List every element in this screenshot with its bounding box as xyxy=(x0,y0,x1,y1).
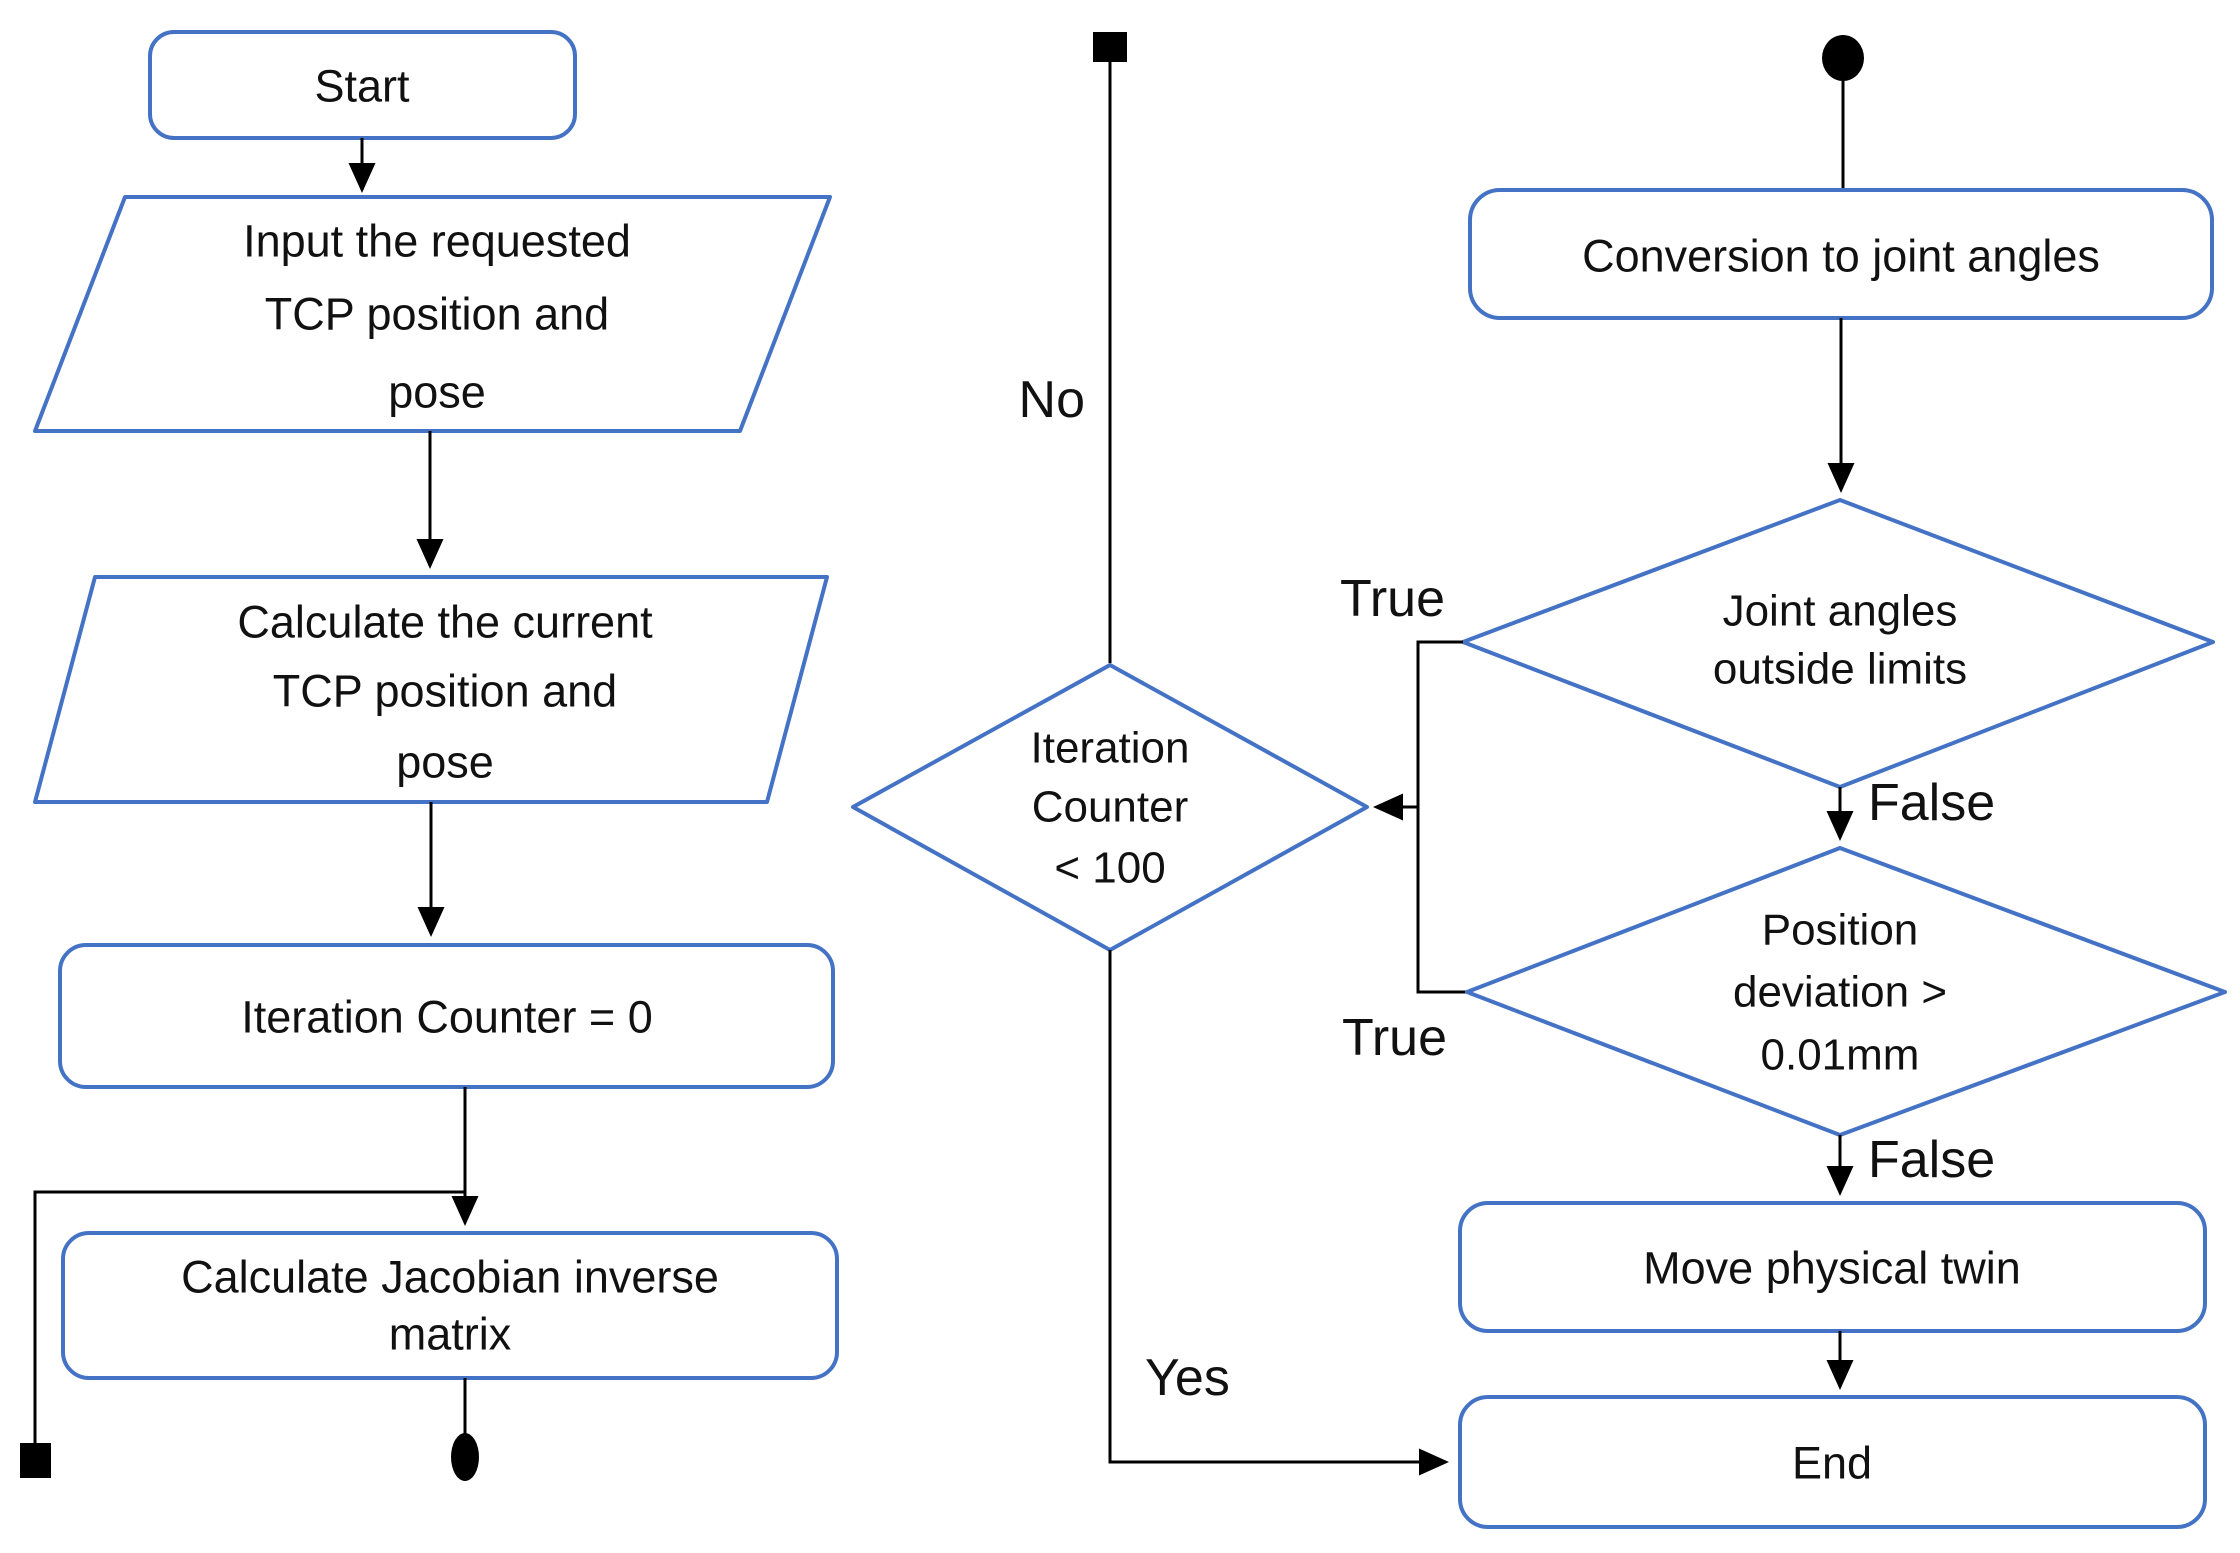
calc-tcp-label-line-3: pose xyxy=(396,737,494,788)
true-top-branch-label: True xyxy=(1340,570,1445,628)
iteration-counter-zero-shape xyxy=(58,943,835,1089)
start-label: Start xyxy=(314,61,410,112)
calc-jacobian-label-line-2: matrix xyxy=(389,1309,512,1360)
input-tcp-parallelogram-shape xyxy=(33,195,832,433)
iteration-check-label-line-2: Counter xyxy=(1032,783,1189,832)
false-bottom-branch-label: False xyxy=(1868,1131,1995,1189)
black-square-connector-bottom-left-icon xyxy=(20,1443,51,1478)
input-tcp-label-line-3: pose xyxy=(388,367,486,418)
joint-angles-check-diamond-shape xyxy=(1461,498,2215,789)
true-bottom-branch-label: True xyxy=(1342,1009,1447,1067)
edge-branch-to-square-connector xyxy=(33,1190,465,1443)
end-node: End xyxy=(1458,1395,2207,1529)
move-twin-shape xyxy=(1458,1201,2207,1333)
end-terminator-shape xyxy=(1458,1395,2207,1529)
calc-jacobian-label-line-1: Calculate Jacobian inverse xyxy=(181,1252,719,1303)
yes-branch-label: Yes xyxy=(1145,1349,1230,1407)
position-check-label-line-3: 0.01mm xyxy=(1761,1031,1920,1080)
input-tcp-label-line-1: Input the requested xyxy=(243,216,631,267)
iteration-check-label-line-3: < 100 xyxy=(1054,844,1165,893)
black-square-connector-top-icon xyxy=(1093,32,1127,62)
black-dot-connector-bottom-icon xyxy=(451,1433,479,1481)
joint-angles-check-label-line-1: Joint angles xyxy=(1723,587,1958,636)
joint-angles-check-node: Joint angles outside limits xyxy=(1461,498,2215,789)
input-tcp-node: Input the requested TCP position and pos… xyxy=(33,195,832,433)
iteration-check-node: Iteration Counter < 100 xyxy=(851,663,1369,952)
move-twin-label: Move physical twin xyxy=(1643,1243,2021,1294)
position-check-label-line-1: Position xyxy=(1762,906,1919,955)
calc-jacobian-node: Calculate Jacobian inverse matrix xyxy=(61,1231,839,1380)
calc-jacobian-shape xyxy=(61,1231,839,1380)
edge-yes-to-end xyxy=(1108,950,1449,1476)
iteration-counter-zero-label: Iteration Counter = 0 xyxy=(241,992,653,1043)
calc-tcp-label-line-2: TCP position and xyxy=(273,666,617,717)
calc-tcp-parallelogram-shape xyxy=(33,575,829,804)
end-label: End xyxy=(1792,1438,1872,1489)
position-check-label-line-2: deviation > xyxy=(1733,968,1947,1017)
calc-tcp-label-line-1: Calculate the current xyxy=(237,597,653,648)
iteration-counter-zero-node: Iteration Counter = 0 xyxy=(58,943,835,1089)
calc-tcp-node: Calculate the current TCP position and p… xyxy=(33,575,829,804)
false-top-branch-label: False xyxy=(1868,774,1995,832)
edge-true-loop-back xyxy=(1416,640,1467,994)
iteration-check-label-line-1: Iteration xyxy=(1031,724,1190,773)
start-node: Start xyxy=(148,30,577,140)
position-check-node: Position deviation > 0.01mm xyxy=(1465,846,2227,1137)
move-twin-node: Move physical twin xyxy=(1458,1201,2207,1333)
joint-angles-check-label-line-2: outside limits xyxy=(1713,645,1967,694)
conversion-node: Conversion to joint angles xyxy=(1468,188,2214,320)
black-dot-connector-top-icon xyxy=(1822,35,1864,81)
conversion-label: Conversion to joint angles xyxy=(1582,231,2100,282)
input-tcp-label-line-2: TCP position and xyxy=(265,289,609,340)
no-branch-label: No xyxy=(1019,371,1085,429)
